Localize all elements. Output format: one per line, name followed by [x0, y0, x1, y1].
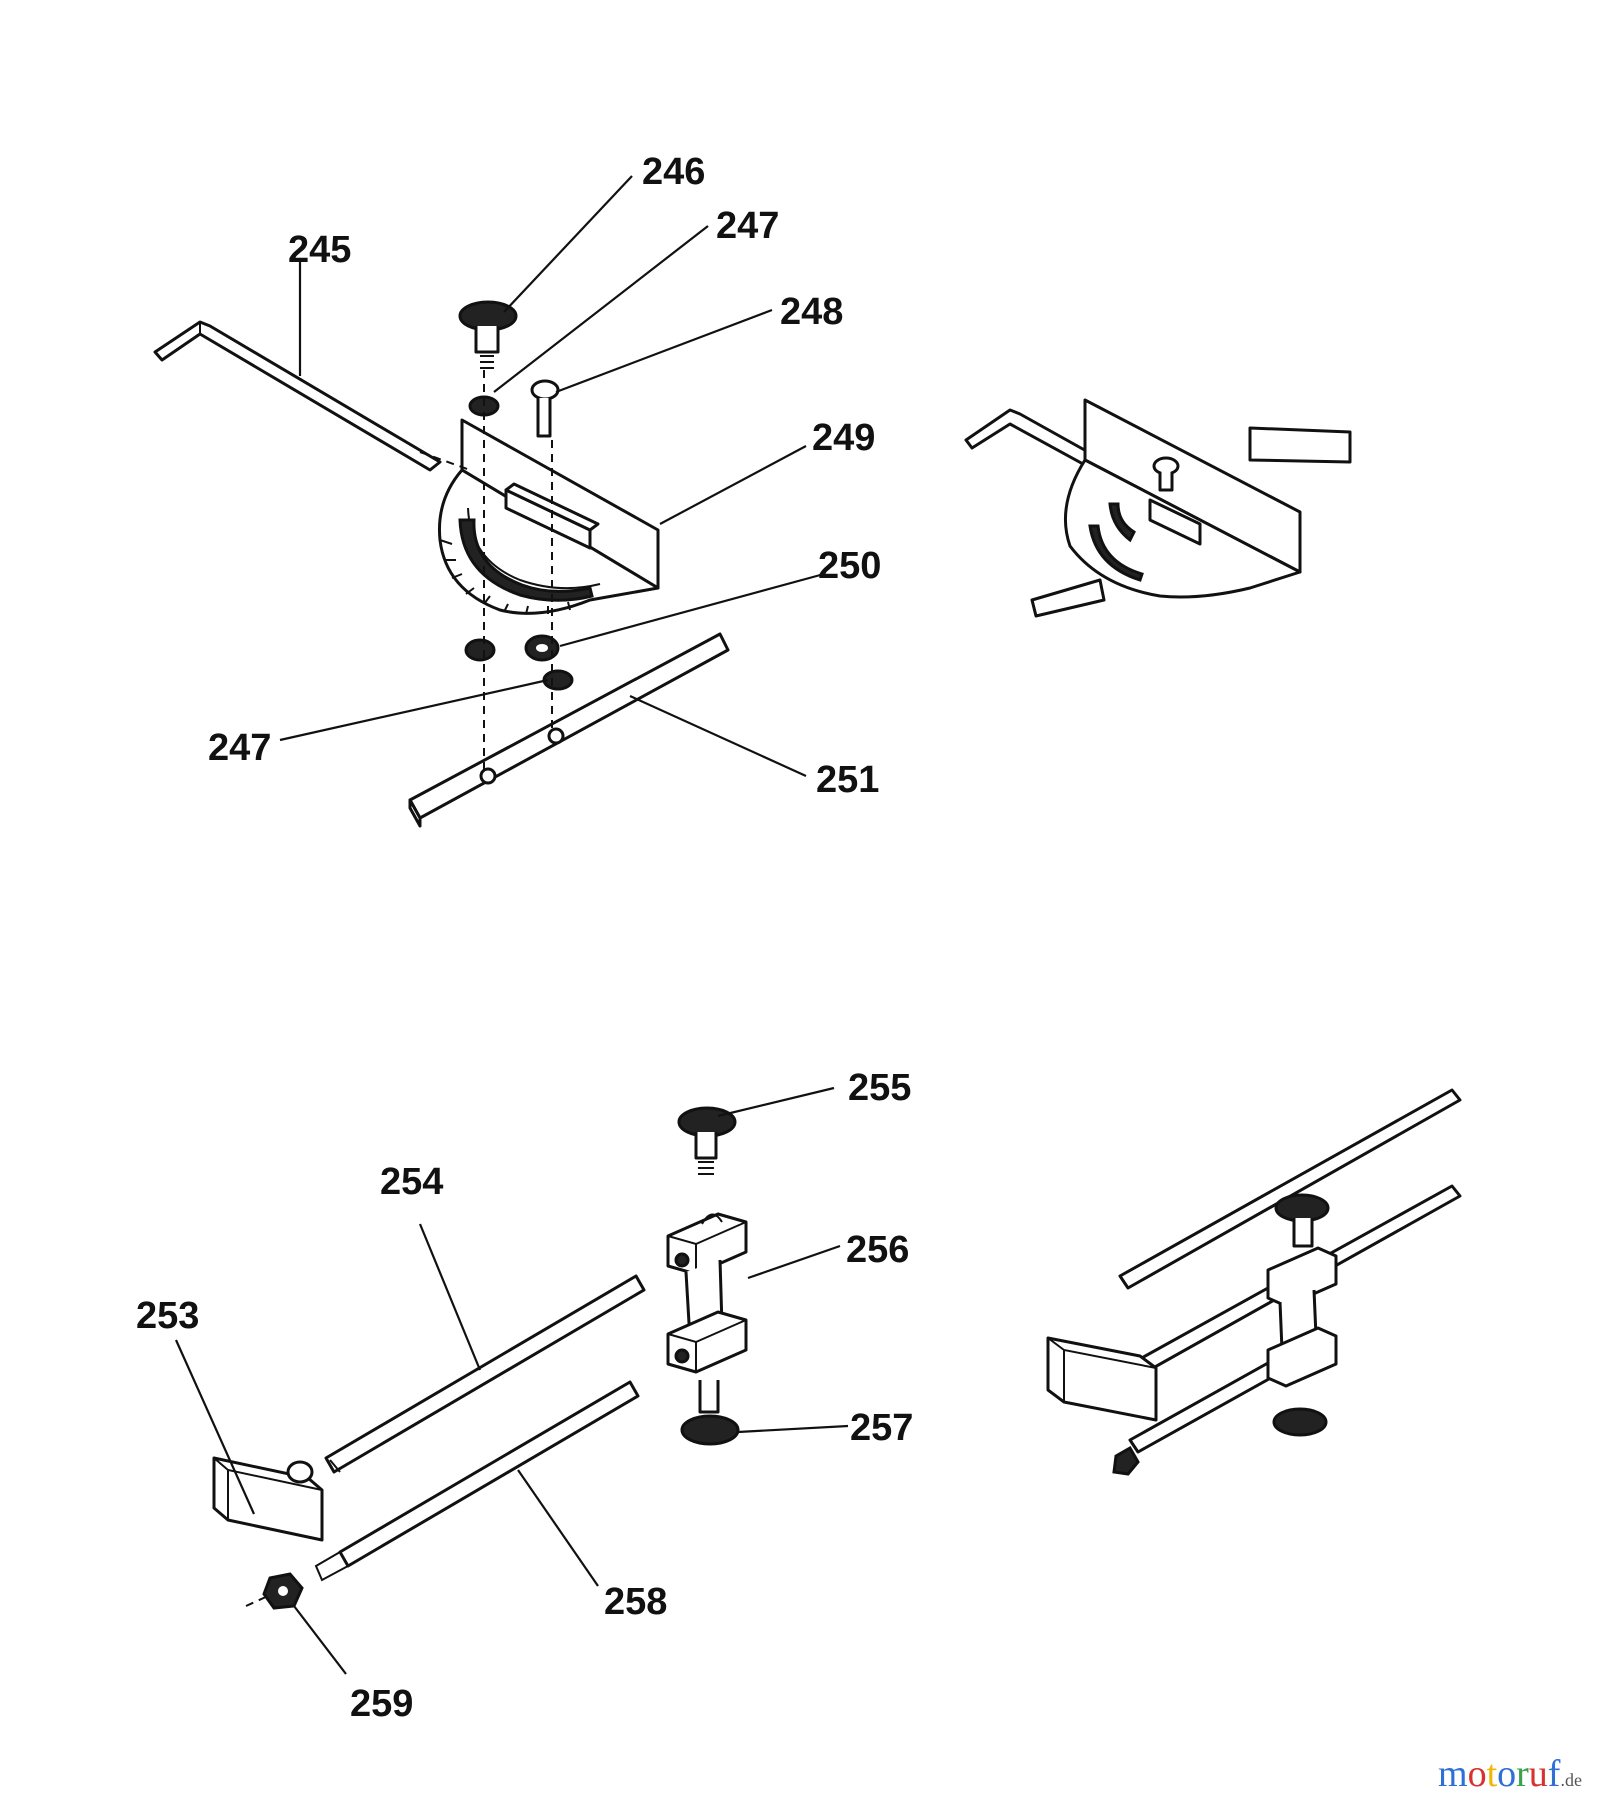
callout-253: 253	[136, 1295, 199, 1337]
part-245-fence-rod	[153, 320, 442, 472]
watermark-logo: motoruf.de	[1438, 1753, 1582, 1795]
part-255-knob	[677, 1106, 737, 1175]
part-246-lock-knob	[458, 300, 518, 369]
part-253-end-block	[212, 1456, 324, 1542]
callout-254: 254	[380, 1161, 443, 1203]
callout-247-top: 247	[716, 205, 779, 247]
part-259-nut	[245, 1572, 304, 1610]
callout-256: 256	[846, 1229, 909, 1271]
part-256-clamp	[666, 1212, 748, 1374]
callout-247-bottom: 247	[208, 727, 271, 769]
callout-250: 250	[818, 545, 881, 587]
part-250-nut	[524, 634, 560, 662]
part-248-pin	[530, 379, 560, 438]
part-249-protractor-head	[437, 418, 660, 615]
callout-246: 246	[642, 151, 705, 193]
callout-259: 259	[350, 1683, 413, 1725]
rip-fence-assembled	[1046, 1088, 1462, 1476]
callout-257: 257	[850, 1407, 913, 1449]
callout-249: 249	[812, 417, 875, 459]
miter-gauge-exploded	[153, 300, 730, 828]
part-247-washer-bar	[542, 669, 574, 691]
callout-258: 258	[604, 1581, 667, 1623]
miter-gauge-assembled	[964, 398, 1352, 618]
callout-labels: 245 246 247 248 249 250 247 251 255 254 …	[136, 151, 913, 1725]
part-254-upper-rod	[324, 1274, 646, 1474]
svg-text:motoruf.de: motoruf.de	[1438, 1753, 1582, 1795]
part-258-lower-rod	[314, 1380, 640, 1582]
part-247-washer-lower	[464, 638, 496, 662]
callout-248: 248	[780, 291, 843, 333]
assembly-line-rod	[419, 451, 471, 471]
part-251-guide-bar	[408, 632, 730, 828]
callout-245: 245	[288, 229, 351, 271]
rip-fence-exploded	[212, 1106, 748, 1610]
callout-255: 255	[848, 1067, 911, 1109]
leader-lines	[174, 175, 849, 1675]
callout-251: 251	[816, 759, 879, 801]
part-257-knob	[680, 1380, 740, 1446]
